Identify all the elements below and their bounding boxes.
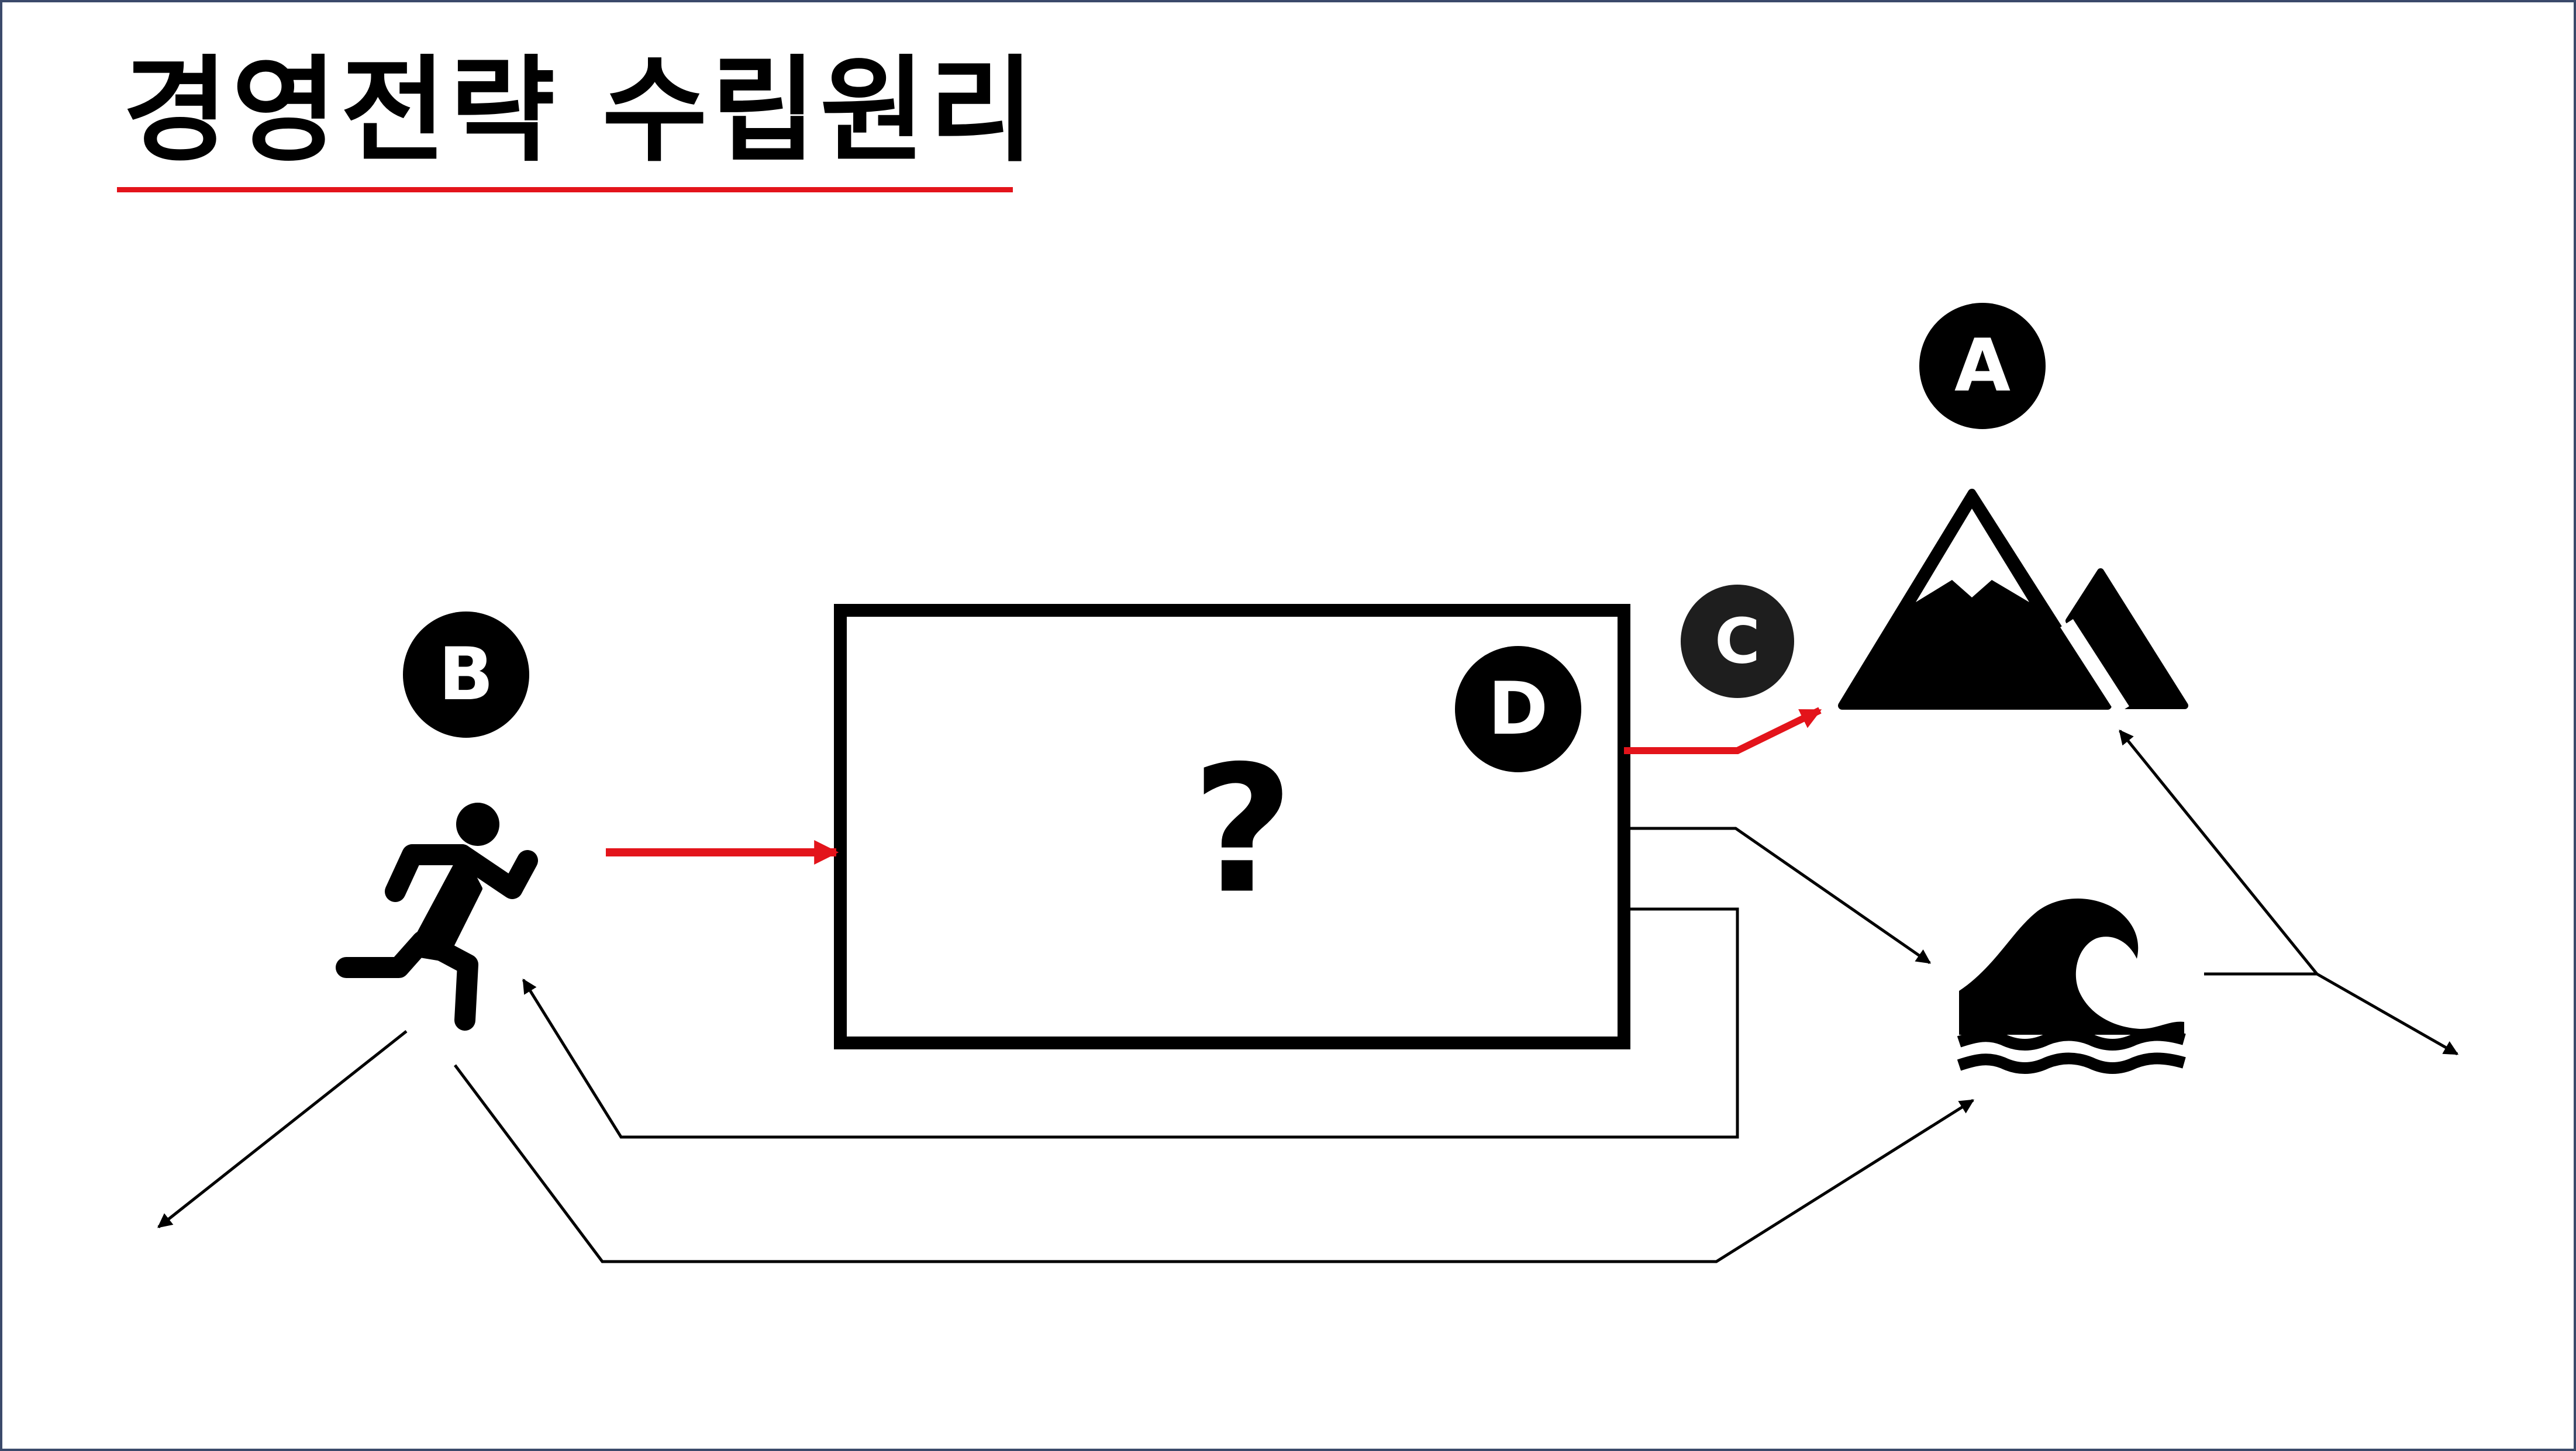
badge-b-label: B (439, 633, 494, 717)
ocean-wave-icon (1957, 899, 2186, 1074)
mountain-icon (1838, 489, 2188, 715)
runner-exit-arrow (157, 1030, 408, 1228)
running-person-icon (336, 803, 538, 1031)
wave-exit-arrow (2316, 972, 2459, 1056)
feedback-to-runner-arrow (522, 907, 1739, 1139)
badge-d: D (1455, 646, 1581, 772)
runner-to-wave-arrow (454, 1064, 1975, 1263)
page-title: 경영전략 수립원리 (123, 44, 1038, 178)
badge-c: C (1681, 585, 1794, 698)
badge-c-label: C (1715, 606, 1760, 678)
wave-to-mountain-arrow (2119, 730, 2320, 976)
question-mark: ? (1192, 728, 1294, 932)
title-underline (117, 187, 1013, 192)
badge-b: B (403, 612, 529, 738)
badge-a: A (1919, 303, 2046, 429)
box-to-mountain-arrow (1624, 707, 1822, 754)
badge-a-label: A (1954, 324, 2011, 408)
badge-d-label: D (1488, 667, 1549, 751)
box-to-wave-arrow (1629, 827, 1932, 965)
